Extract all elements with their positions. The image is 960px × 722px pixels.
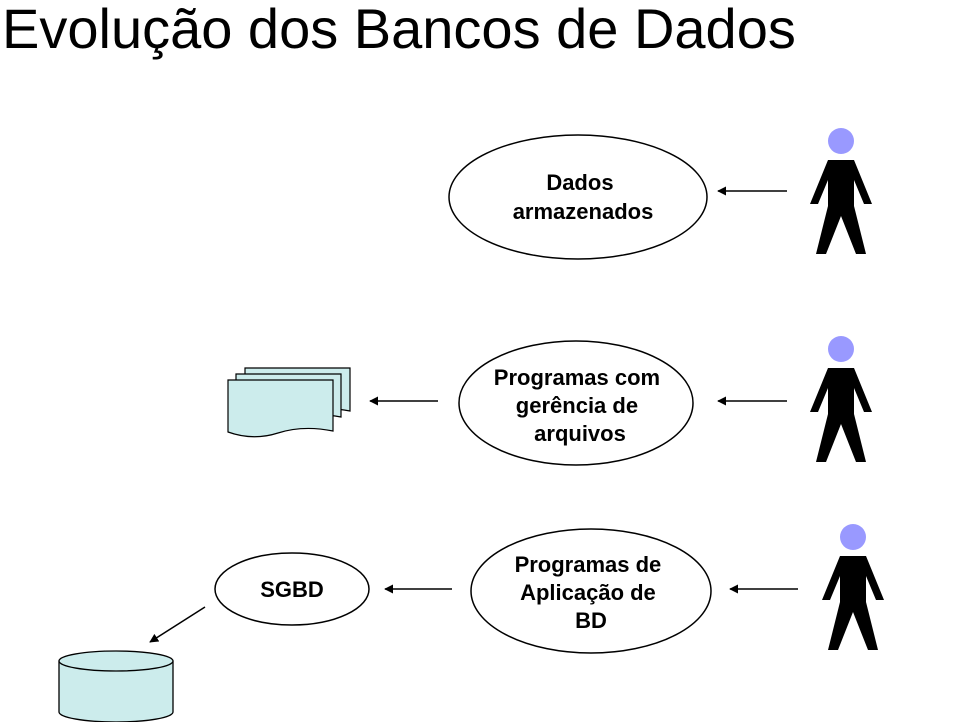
person-icon — [810, 336, 872, 462]
stored-data-label: Dados armazenados — [513, 170, 654, 224]
stored-data-ellipse — [448, 134, 708, 260]
multiple-documents-icon — [227, 367, 351, 438]
row-2: Programas com gerência de arquivos — [227, 336, 872, 466]
row-1: Dados armazenados — [448, 128, 872, 260]
app-programs-label-line1: Programas de — [515, 552, 662, 577]
stored-data-label-line1: Dados — [546, 170, 613, 195]
file-programs-ellipse — [458, 340, 694, 466]
app-programs-label: Programas de Aplicação de BD — [515, 552, 668, 633]
dbms-label: SGBD — [260, 577, 324, 602]
row-3: SGBD Programas de Aplicação de BD — [58, 524, 884, 722]
file-programs-label-line1: Programas com — [494, 365, 660, 390]
app-programs-label-line3: BD — [575, 608, 607, 633]
page-title: Evolução dos Bancos de Dados — [2, 0, 796, 60]
file-programs-label: Programas com gerência de arquivos — [494, 365, 666, 446]
app-programs-ellipse — [470, 528, 712, 654]
database-cylinder-icon — [58, 650, 174, 722]
file-programs-label-line3: arquivos — [534, 421, 626, 446]
dbms-ellipse — [214, 552, 370, 626]
app-programs-label-line2: Aplicação de — [520, 580, 656, 605]
file-programs-label-line2: gerência de — [516, 393, 638, 418]
stored-data-label-line2: armazenados — [513, 199, 654, 224]
person-icon — [822, 524, 884, 650]
person-icon — [810, 128, 872, 254]
arrow-dbms-to-database — [149, 606, 206, 643]
